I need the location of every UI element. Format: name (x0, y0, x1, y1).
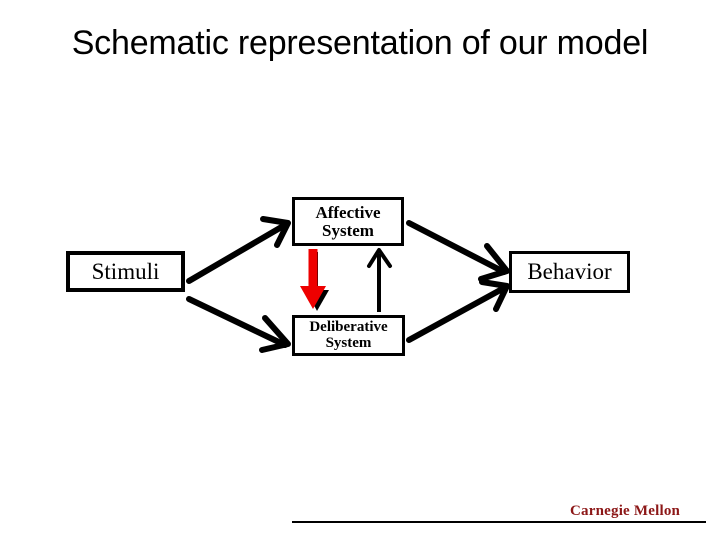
arrow-deliberative-to-behavior (406, 279, 510, 343)
page-title: Schematic representation of our model (71, 24, 649, 62)
arrow-deliberative-to-affective (367, 248, 392, 312)
diagram-node-behavior: Behavior (509, 251, 630, 293)
diagram-node-stimuli-label: Stimuli (91, 258, 160, 284)
diagram-node-behavior-label: Behavior (527, 259, 612, 285)
diagram-node-deliberative-system-label: Deliberative System (309, 318, 388, 351)
arrow-affective-to-deliberative (300, 249, 329, 311)
arrow-affective-to-behavior (406, 220, 510, 282)
diagram-node-deliberative-system: Deliberative System (292, 315, 405, 356)
diagram-node-affective-system: Affective System (292, 197, 404, 246)
carnegie-mellon-logo-text: Carnegie Mellon (570, 503, 681, 519)
footer-divider (292, 521, 706, 523)
carnegie-mellon-logo: Carnegie Mellon (570, 503, 710, 523)
diagram-node-affective-system-label: Affective System (315, 202, 381, 240)
diagram-node-stimuli: Stimuli (66, 251, 185, 292)
arrow-stimuli-to-affective (186, 216, 291, 284)
arrow-stimuli-to-deliberative (186, 296, 291, 353)
